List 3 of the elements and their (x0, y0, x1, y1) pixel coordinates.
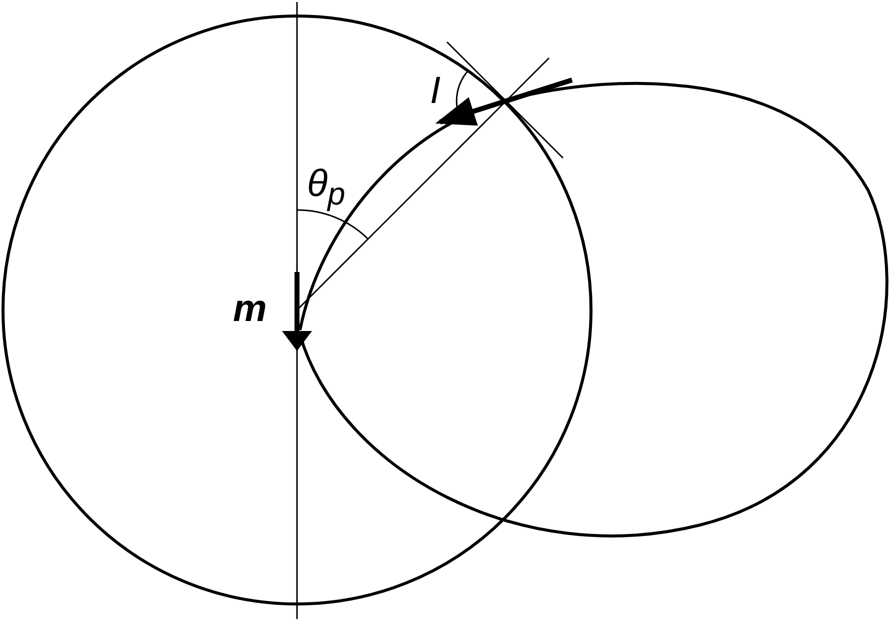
symbol-label: I (430, 72, 441, 110)
symbol-label: θ$_{p}$ (307, 165, 346, 210)
symbol-label: m (233, 290, 267, 328)
